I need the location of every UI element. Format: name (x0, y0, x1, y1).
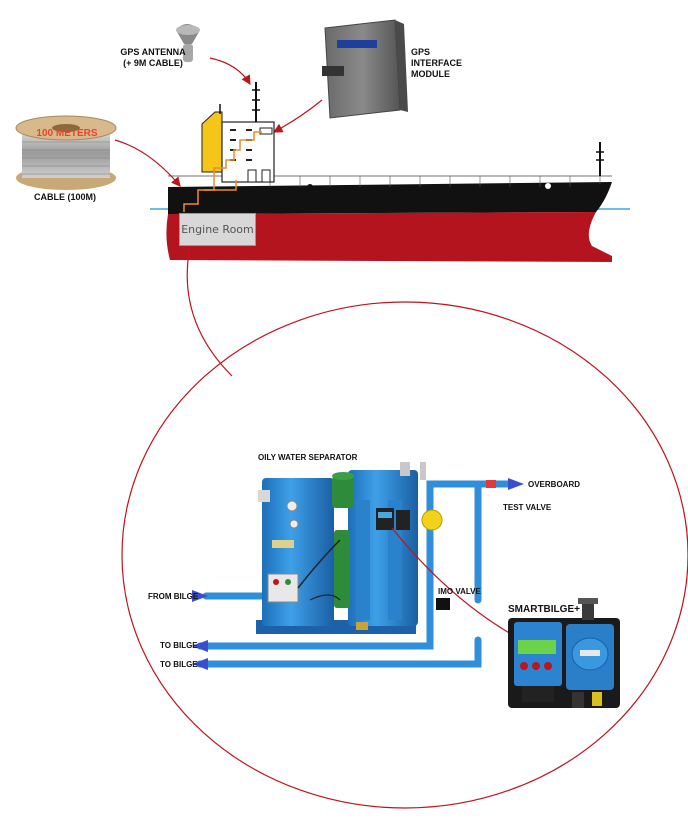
overboard-arrow (508, 478, 524, 490)
gps-antenna-callout (209, 57, 251, 86)
to-bilge-1-label: TO BILGE (160, 641, 198, 650)
cable-spool-icon (15, 115, 117, 190)
to-bilge-2-label: TO BILGE (160, 660, 198, 669)
test-valve-icon (486, 480, 496, 488)
gps-module-label: GPS INTERFACE MODULE (411, 47, 462, 80)
smartbilge-callout (391, 527, 520, 639)
gps-antenna-label-line1: GPS ANTENNA (120, 47, 186, 57)
imo-valve-label: IMO VALVE (438, 587, 481, 596)
from-bilge-label: FROM BILGE (148, 592, 199, 601)
detail-circle (121, 301, 688, 809)
gps-module-label-line1: GPS (411, 47, 431, 57)
imo-valve-icon (436, 598, 450, 610)
test-valve-label: TEST VALVE (503, 503, 552, 512)
engine-room-callout (186, 245, 233, 377)
to-bilge-1-arrow (192, 640, 208, 652)
smartbilge-label: SMARTBILGE+ (508, 604, 580, 615)
gps-antenna-label: GPS ANTENNA (+ 9M CABLE) (108, 47, 198, 69)
from-bilge-arrow (192, 590, 208, 602)
spool-label: 100 METERS (36, 128, 98, 139)
gps-antenna-label-line2: (+ 9M CABLE) (123, 58, 183, 68)
ship-icon (150, 82, 630, 262)
gps-antenna-icon (176, 24, 200, 62)
gps-module-label-line2: INTERFACE (411, 58, 463, 68)
gps-module-callout (272, 99, 323, 133)
engine-room-label: Engine Room (179, 213, 256, 246)
cable-label: CABLE (100M) (33, 192, 96, 202)
sight-glass-icon (421, 509, 443, 531)
to-bilge-2-arrow (192, 658, 208, 670)
overboard-label: OVERBOARD (528, 480, 581, 489)
cable-callout (114, 139, 181, 187)
ows-label: OILY WATER SEPARATOR (258, 453, 358, 462)
pipe-network (196, 480, 512, 668)
gps-module-label-line3: MODULE (411, 69, 450, 79)
separator-unit-icon (256, 462, 426, 634)
gps-module-icon (322, 19, 408, 119)
smartbilge-unit-icon (508, 598, 620, 708)
